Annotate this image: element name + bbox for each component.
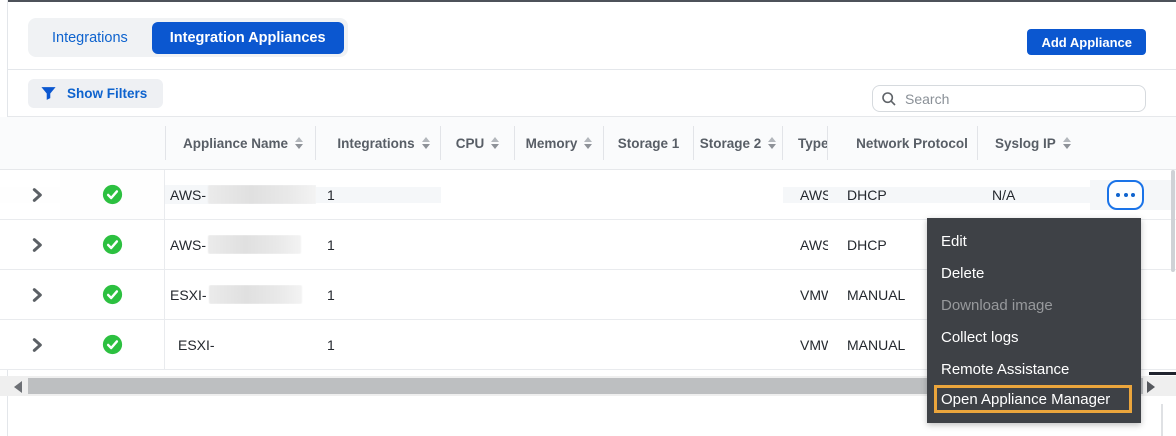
sort-icon[interactable] [295, 137, 304, 149]
expand-row-button[interactable] [0, 287, 60, 303]
filter-bar: Show Filters [8, 70, 1176, 117]
protocol-cell: DHCP [847, 236, 887, 253]
menu-item-download-image: Download image [941, 296, 1053, 314]
table-header: Appliance Name Integrations CPU Memory S… [0, 117, 1176, 170]
horizontal-scrollbar[interactable] [0, 376, 1176, 396]
menu-item-edit[interactable]: Edit [941, 232, 967, 250]
status-ok-icon [60, 270, 165, 319]
tab-integrations[interactable]: Integrations [52, 29, 128, 46]
scroll-right-arrow-icon[interactable] [1147, 381, 1155, 393]
scroll-left-arrow-icon[interactable] [14, 381, 22, 393]
table-edge-line [1149, 372, 1176, 375]
menu-item-delete[interactable]: Delete [941, 264, 985, 282]
sort-icon[interactable] [584, 137, 593, 149]
tab-integration-appliances[interactable]: Integration Appliances [151, 21, 344, 54]
header-network-protocol[interactable]: Network Protocol [828, 126, 978, 160]
expand-row-button[interactable] [0, 337, 60, 353]
appliance-name-cell: AWS- [165, 235, 316, 254]
header-type[interactable]: Type [783, 126, 828, 160]
chevron-right-icon [32, 187, 42, 202]
search-box[interactable] [872, 85, 1146, 112]
protocol-cell: DHCP [828, 186, 978, 203]
corner-divider [1161, 404, 1163, 436]
tab-bar: Integrations Integration Appliances Add … [8, 2, 1176, 70]
header-memory[interactable]: Memory [515, 126, 604, 160]
add-appliance-button[interactable]: Add Appliance [1027, 29, 1146, 55]
type-cell: VMW [800, 336, 828, 353]
actions-cell [1090, 179, 1176, 210]
sort-icon[interactable] [491, 137, 500, 149]
appliance-name-cell: ESXI- [178, 336, 215, 353]
expand-row-button[interactable] [0, 237, 60, 253]
search-input[interactable] [905, 90, 1137, 107]
protocol-cell: MANUAL [847, 286, 906, 303]
menu-item-collect-logs[interactable]: Collect logs [941, 328, 1019, 346]
header-appliance-name[interactable]: Appliance Name [165, 126, 316, 160]
chevron-right-icon [32, 287, 42, 302]
status-ok-icon [60, 170, 165, 219]
header-actions-column [1090, 126, 1176, 160]
type-cell: AWS [800, 236, 828, 253]
appliance-name-cell: AWS- [165, 185, 316, 204]
integrations-cell: 1 [327, 236, 335, 253]
type-cell: VMW [800, 286, 828, 303]
sort-icon[interactable] [421, 137, 430, 149]
tab-group: Integrations Integration Appliances [28, 18, 348, 57]
header-cpu[interactable]: CPU [441, 126, 515, 160]
status-ok-icon [60, 320, 165, 369]
protocol-cell: MANUAL [847, 336, 906, 353]
status-ok-icon [60, 220, 165, 269]
search-icon [882, 91, 896, 106]
show-filters-button[interactable]: Show Filters [28, 79, 164, 108]
header-expand-column [0, 126, 60, 160]
menu-item-open-appliance-manager[interactable]: Open Appliance Manager [941, 390, 1111, 408]
show-filters-label: Show Filters [67, 86, 148, 101]
header-integrations[interactable]: Integrations [316, 126, 441, 160]
redacted-text [208, 285, 302, 304]
header-storage-1[interactable]: Storage 1 [604, 126, 694, 160]
horizontal-scrollbar-thumb[interactable] [28, 378, 1143, 394]
row-actions-context-menu: Edit Delete Download image Collect logs … [927, 218, 1141, 423]
chevron-right-icon [32, 337, 42, 352]
top-border [7, 0, 1176, 2]
vertical-scrollbar-thumb[interactable] [1171, 170, 1175, 272]
chevron-right-icon [32, 237, 42, 252]
filter-funnel-icon [41, 87, 56, 100]
appliance-name-cell: ESXI- [165, 285, 316, 304]
header-syslog-ip[interactable]: Syslog IP [978, 126, 1090, 160]
redacted-text [208, 185, 316, 204]
integrations-cell: 1 [327, 286, 335, 303]
redacted-text [208, 235, 302, 254]
type-cell: AWS [783, 186, 828, 203]
header-storage-2[interactable]: Storage 2 [694, 126, 783, 160]
syslog-cell: N/A [978, 186, 1090, 203]
sort-icon[interactable] [768, 137, 777, 149]
menu-item-remote-assistance[interactable]: Remote Assistance [941, 360, 1070, 378]
highlight-box: Open Appliance Manager [934, 385, 1132, 413]
integrations-cell: 1 [327, 336, 335, 353]
table-row[interactable]: AWS- 1 AWS DHCP N/A [0, 170, 1176, 220]
expand-row-button[interactable] [0, 186, 60, 203]
integrations-cell: 1 [316, 186, 441, 203]
row-actions-menu-button[interactable] [1107, 179, 1144, 210]
header-status-column [60, 126, 165, 160]
sort-icon[interactable] [1062, 137, 1071, 149]
